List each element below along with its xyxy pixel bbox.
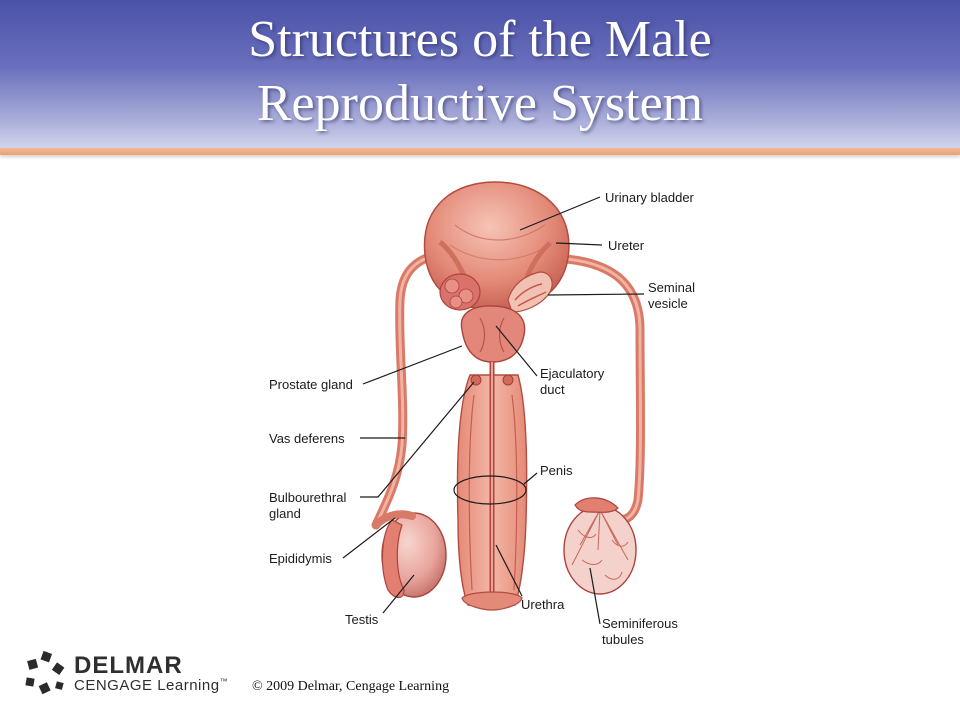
label-penis: Penis xyxy=(540,463,573,478)
label-seminiferous-line2: tubules xyxy=(602,632,644,647)
delmar-logo-icon xyxy=(25,650,65,695)
label-prostate-gland: Prostate gland xyxy=(269,377,353,392)
brand-subline: CENGAGE Learning™ xyxy=(74,677,228,694)
brand-sub-cengage: CENGAGE xyxy=(74,677,153,694)
title-line-1: Structures of the Male xyxy=(248,11,712,68)
brand-sub-learning: Learning xyxy=(157,677,220,694)
label-urethra: Urethra xyxy=(521,597,565,612)
label-ureter: Ureter xyxy=(608,238,645,253)
label-ejaculatory-duct-line2: duct xyxy=(540,382,565,397)
copyright-notice: © 2009 Delmar, Cengage Learning xyxy=(252,679,450,694)
penis-highlight-ring xyxy=(453,475,527,505)
brand-trademark: ™ xyxy=(219,677,229,686)
label-epididymis: Epididymis xyxy=(269,551,332,566)
title-line-2: Reproductive System xyxy=(256,75,704,132)
left-seminal-vesicle xyxy=(439,273,481,311)
right-seminal-vesicle xyxy=(507,271,553,313)
left-epididymis xyxy=(381,519,405,599)
label-bulbourethral-line2: gland xyxy=(269,506,301,521)
leader-lines xyxy=(342,196,645,625)
label-vas-deferens: Vas deferens xyxy=(269,431,345,446)
label-testis: Testis xyxy=(345,612,379,627)
label-seminal-vesicle-line1: Seminal xyxy=(648,280,695,295)
label-seminiferous-line1: Seminiferous xyxy=(602,616,678,631)
right-epididymis xyxy=(574,497,619,513)
title-divider xyxy=(0,148,960,155)
slide-title: Structures of the Male Reproductive Syst… xyxy=(0,8,960,136)
brand-name: DELMAR xyxy=(74,652,183,679)
glans xyxy=(461,591,523,611)
label-urinary-bladder: Urinary bladder xyxy=(605,190,695,205)
title-banner xyxy=(0,0,960,150)
prostate-gland xyxy=(460,305,526,363)
label-ejaculatory-duct-line1: Ejaculatory xyxy=(540,366,605,381)
label-bulbourethral-line1: Bulbourethral xyxy=(269,490,346,505)
label-seminal-vesicle-line2: vesicle xyxy=(648,296,688,311)
seminiferous-tubules xyxy=(571,509,629,580)
